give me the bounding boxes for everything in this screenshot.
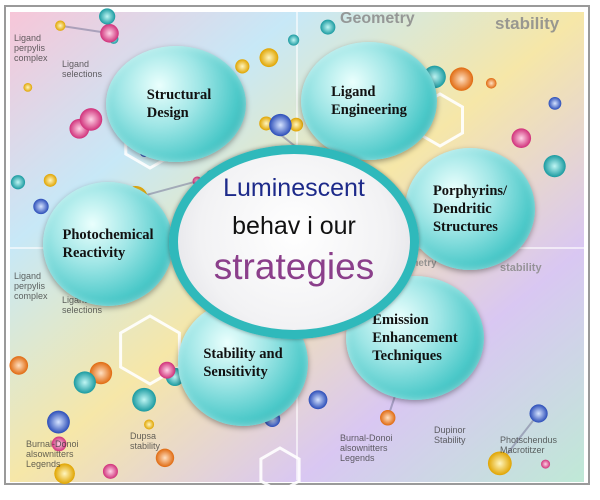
hexagon-ring [119, 314, 181, 386]
center-title-line-1: Luminescent [223, 174, 365, 202]
node-label: Porphyrins/ Dendritic Structures [432, 182, 508, 236]
bg-label-burnal-donor: Burnal-Donoi alsownitters Legends [26, 439, 79, 469]
atom-sphere [89, 361, 113, 385]
atom-sphere [541, 459, 551, 469]
atom-sphere [100, 23, 119, 43]
node-emission-enhancement-techniques: Emission Enhancement Techniques [346, 276, 484, 400]
atom-sphere [380, 410, 396, 426]
hexagon-ring [259, 446, 301, 494]
bg-label-photochendus: Photschendus Macrotitzer [500, 435, 558, 455]
bg-label-ligand-complex: Ligand perpylis complex [14, 33, 48, 63]
atom-sphere [543, 155, 566, 178]
bg-label-dupinor-stability: Dupinor Stability [434, 425, 466, 445]
atom-sphere [73, 371, 96, 394]
atom-sphere [79, 108, 103, 131]
node-ligand-engineering: Ligand Engineering [301, 42, 437, 160]
atom-sphere [529, 404, 548, 423]
center-title-line-2: behav i our [232, 212, 356, 240]
bg-label-ligand-complex-2: Ligand perpylis complex [14, 271, 48, 301]
node-porphyrins-dendritic-structures: Porphyrins/ Dendritic Structures [405, 148, 535, 270]
atom-sphere [485, 77, 497, 89]
center-node: Luminescent behav i our strategies [169, 145, 419, 339]
bg-label-dupsa-stability: Dupsa stability [130, 431, 161, 451]
bg-label-burnal-donor-2: Burnal-Donoi alsownitters Legends [340, 433, 393, 463]
bg-label-geometry: Geometry [340, 10, 415, 27]
atom-sphere [144, 419, 155, 430]
atom-sphere [449, 67, 474, 91]
bg-label-ligand-selections-2: Ligand selections [62, 295, 103, 315]
atom-sphere [511, 128, 532, 148]
atom-sphere [269, 113, 292, 137]
atom-sphere [132, 387, 156, 412]
atom-sphere [259, 48, 279, 68]
node-label: Photochemical Reactivity [62, 226, 154, 261]
atom-sphere [43, 173, 57, 187]
node-label: Structural Design [146, 86, 212, 121]
atom-sphere [55, 20, 66, 31]
bg-label-stability: stability [495, 14, 560, 33]
atom-sphere [47, 410, 70, 434]
atom-sphere [289, 117, 304, 132]
atom-sphere [33, 198, 49, 215]
atom-sphere [9, 356, 29, 375]
atom-sphere [54, 463, 75, 484]
atom-sphere [102, 463, 118, 479]
center-title-line-3: strategies [213, 246, 375, 287]
node-structural-design: Structural Design [106, 46, 246, 162]
atom-sphere [487, 451, 512, 476]
atom-sphere [235, 59, 250, 74]
atom-sphere [10, 175, 26, 190]
node-photochemical-reactivity: Photochemical Reactivity [43, 182, 173, 306]
node-label: Ligand Engineering [331, 83, 407, 118]
bg-label-ligand-selections: Ligand selections [62, 59, 103, 79]
atom-sphere [51, 436, 67, 452]
atom-sphere [155, 448, 175, 468]
bg-label-stability-2: stability [500, 262, 542, 274]
atom-sphere [99, 8, 116, 25]
atom-sphere [308, 390, 328, 410]
atom-sphere [548, 96, 562, 110]
atom-sphere [288, 34, 300, 46]
atom-sphere [158, 361, 176, 379]
atom-sphere [23, 82, 33, 92]
atom-sphere [320, 19, 336, 35]
node-label: Emission Enhancement Techniques [372, 311, 458, 365]
node-label: Stability and Sensitivity [203, 345, 283, 380]
